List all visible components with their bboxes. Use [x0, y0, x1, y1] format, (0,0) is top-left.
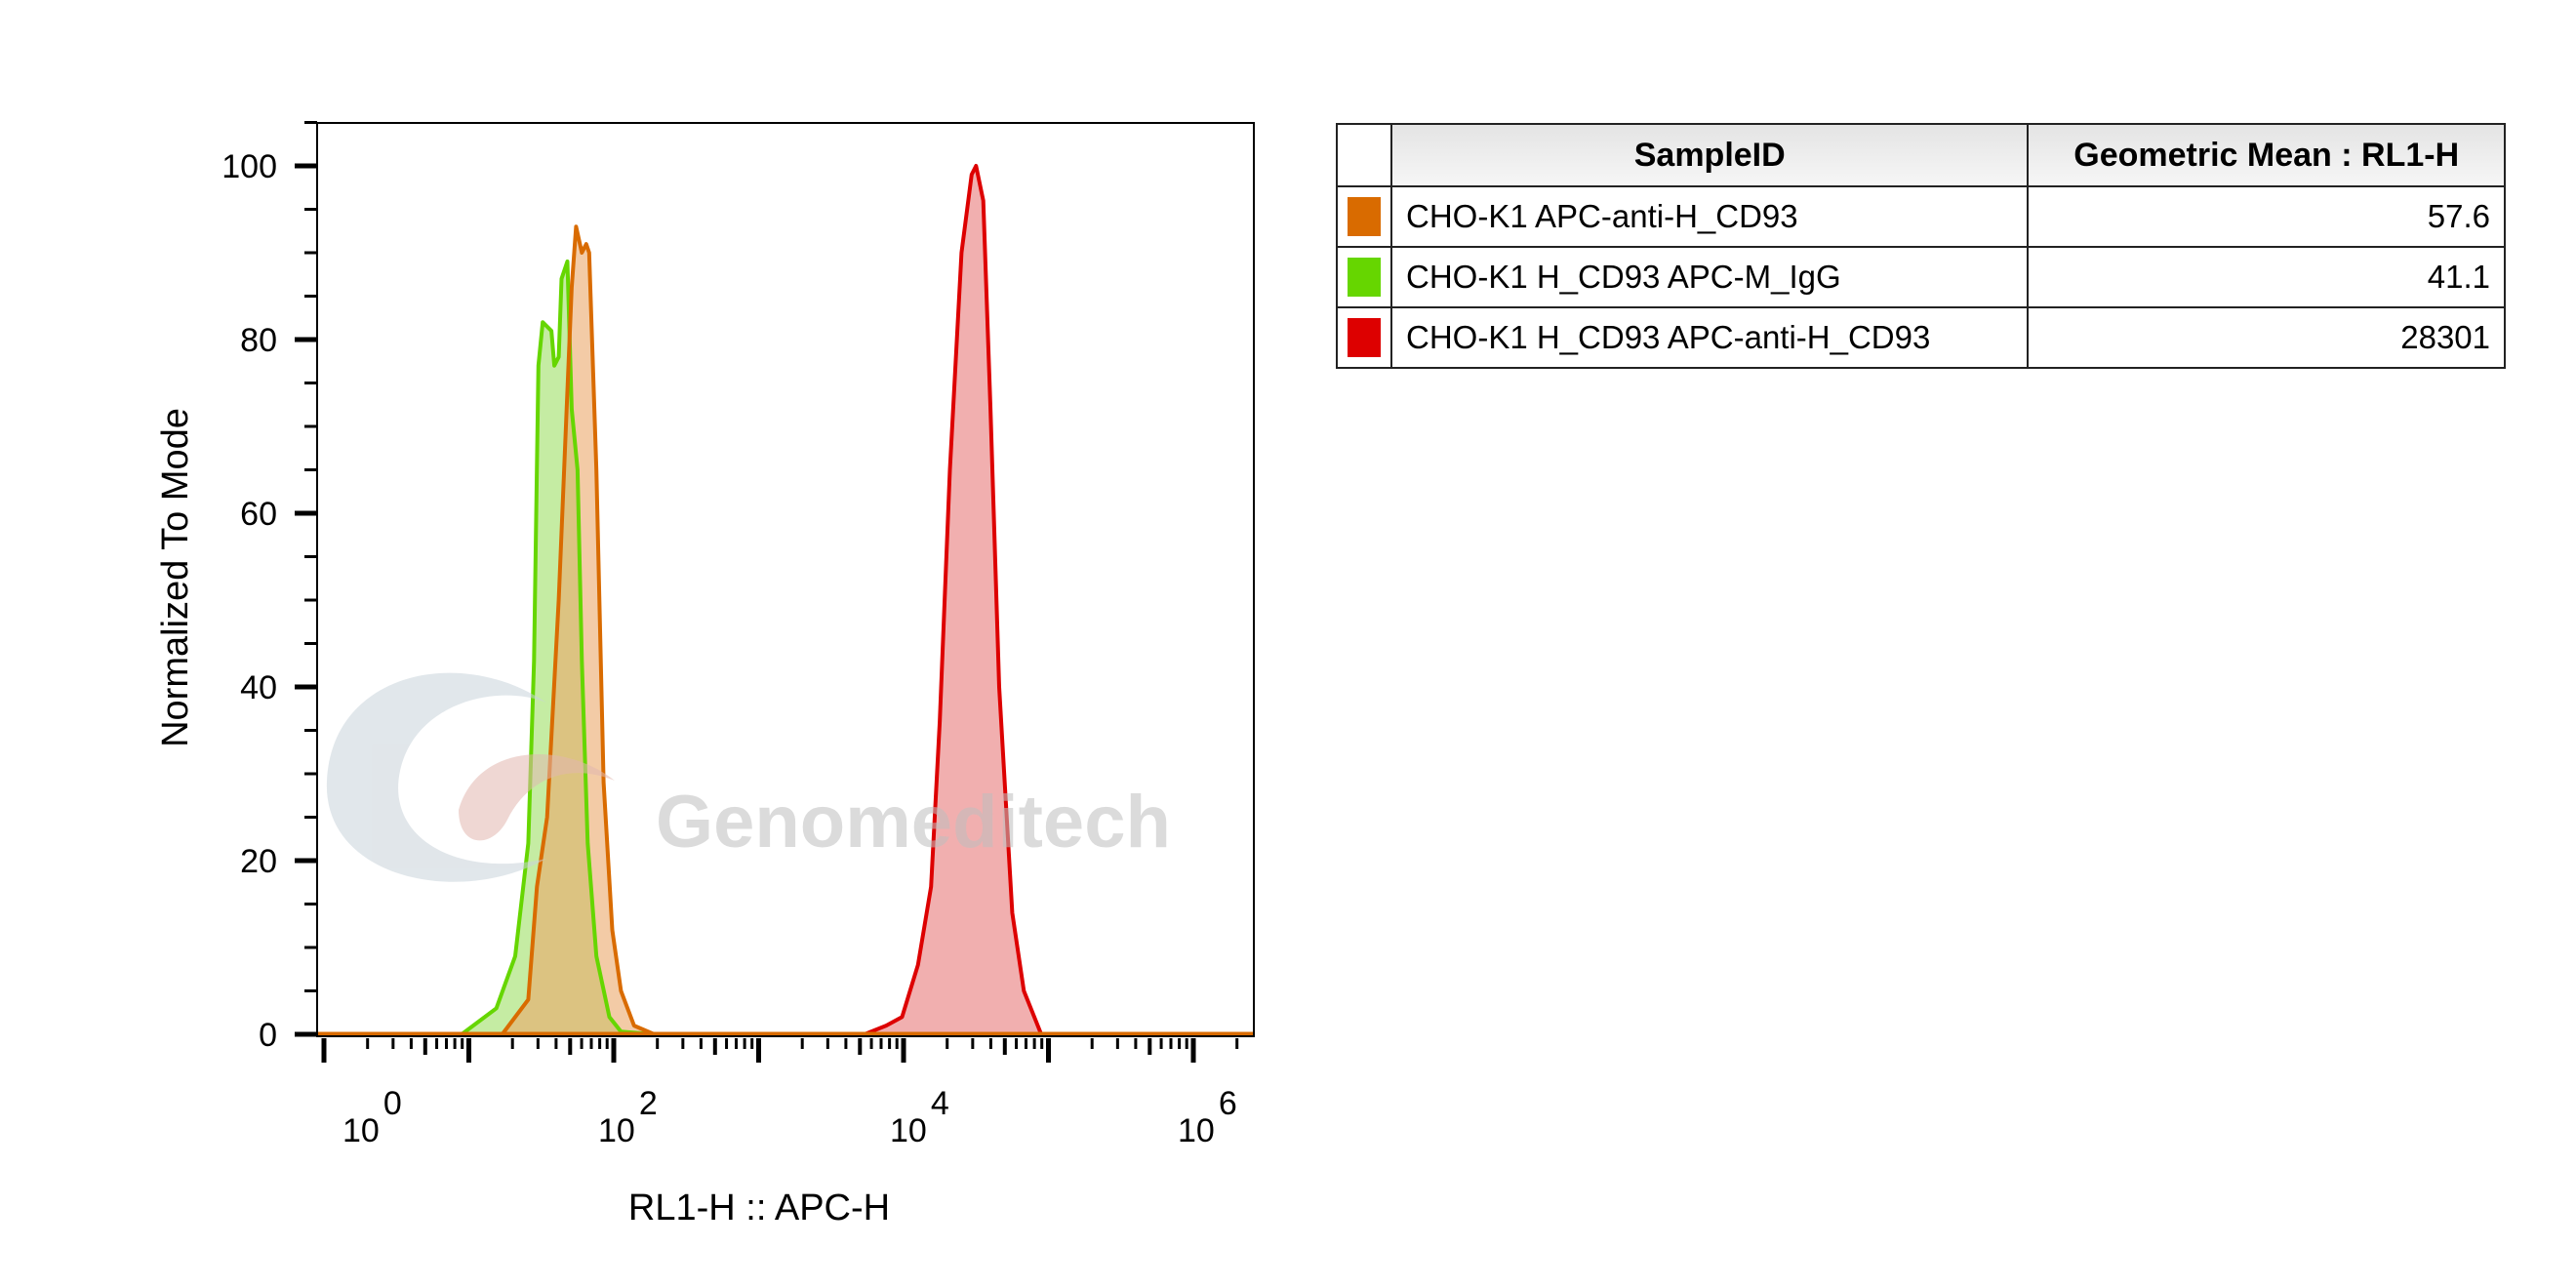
x-tick-label: 100 — [342, 1085, 402, 1149]
geometric-mean-cell: 28301 — [2027, 306, 2506, 369]
histogram-fills — [462, 166, 1042, 1035]
table-row: CHO-K1 APC-anti-H_CD93 57.6 — [1336, 185, 2506, 248]
plot-frame — [316, 122, 1255, 1037]
histogram-lines — [317, 164, 1254, 1037]
table-header-row: SampleID Geometric Mean : RL1-H — [1336, 123, 2506, 187]
sampleid-column-header: SampleID — [1389, 123, 2030, 187]
green-color-swatch — [1348, 258, 1381, 297]
geometric-mean-cell: 57.6 — [2027, 185, 2506, 248]
watermark-logo: Genomeditech — [326, 672, 1171, 882]
table-row: CHO-K1 H_CD93 APC-M_IgG 41.1 — [1336, 246, 2506, 308]
y-tick-label: 80 — [240, 322, 277, 359]
x-tick-label: 106 — [1178, 1085, 1237, 1149]
geometric-mean-column-header: Geometric Mean : RL1-H — [2027, 123, 2506, 187]
y-tick-label: 100 — [221, 148, 277, 185]
color-column-header — [1336, 123, 1392, 187]
red-color-swatch — [1348, 318, 1381, 357]
histogram-line-cho-k1-apc-anti-h-cd93 — [501, 224, 656, 1036]
x-tick-label: 102 — [598, 1085, 658, 1149]
orange-color-swatch — [1348, 197, 1381, 236]
histogram-line-cho-k1-h-cd93-apc-anti-h-cd93 — [864, 164, 1043, 1036]
y-tick-label: 20 — [240, 843, 277, 880]
histogram-line-cho-k1-h-cd93-apc-m-igg — [460, 259, 655, 1036]
x-axis-title: RL1-H :: APC-H — [628, 1187, 890, 1228]
sample-id-cell: CHO-K1 H_CD93 APC-anti-H_CD93 — [1389, 306, 2030, 369]
x-tick-label: 104 — [890, 1085, 949, 1149]
y-axis-title: Normalized To Mode — [155, 408, 196, 747]
sample-id-cell: CHO-K1 H_CD93 APC-M_IgG — [1389, 246, 2030, 308]
y-tick-label: 0 — [259, 1017, 277, 1054]
y-tick-label: 40 — [240, 669, 277, 706]
watermark-drop-icon — [459, 753, 615, 841]
x-axis: 100 102 104 106 — [321, 1038, 1239, 1149]
y-tick-label: 60 — [240, 496, 277, 533]
table-row: CHO-K1 H_CD93 APC-anti-H_CD93 28301 — [1336, 306, 2506, 369]
statistics-table: SampleID Geometric Mean : RL1-H CHO-K1 A… — [1336, 123, 2506, 369]
histogram-fill-cho-k1-apc-anti-h-cd93 — [502, 226, 655, 1035]
watermark-swirl-icon — [326, 672, 546, 882]
watermark-text: Genomeditech — [656, 781, 1171, 864]
histogram-fill-cho-k1-h-cd93-apc-anti-h-cd93 — [864, 166, 1042, 1034]
y-axis: 0 20 40 60 80 100 — [221, 121, 317, 1054]
geometric-mean-cell: 41.1 — [2027, 246, 2506, 308]
sample-id-cell: CHO-K1 APC-anti-H_CD93 — [1389, 185, 2030, 248]
